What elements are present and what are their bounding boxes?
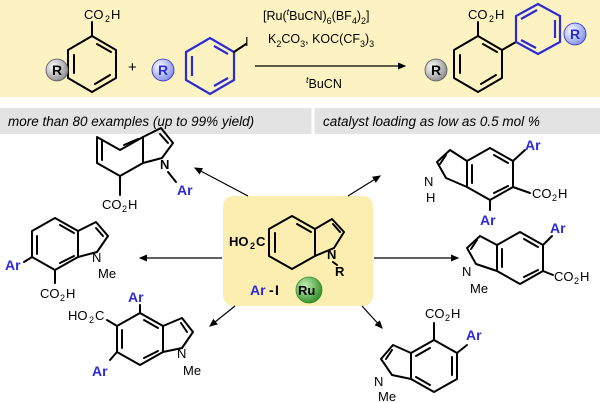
svg-text:N: N xyxy=(424,174,433,189)
benzoic-acid: CO 2 H R xyxy=(45,7,120,93)
stats-banner xyxy=(0,108,600,134)
svg-text:N: N xyxy=(462,264,471,279)
svg-text:Ar: Ar xyxy=(466,327,482,343)
arrow-to-c7 xyxy=(193,167,249,197)
solvent-text: tBuCN xyxy=(306,75,342,91)
svg-text:H: H xyxy=(66,286,75,301)
svg-text:CO: CO xyxy=(40,286,60,301)
svg-text:Me: Me xyxy=(183,363,201,378)
svg-text:Me: Me xyxy=(470,281,488,296)
svg-text:CO: CO xyxy=(468,7,488,22)
svg-text:-: - xyxy=(269,282,274,298)
catalyst-loading-text: catalyst loading as low as 0.5 mol % xyxy=(323,114,540,129)
arrow-to-c4c6 xyxy=(209,305,236,327)
acid-co: CO xyxy=(84,7,104,22)
r-group-ball-blue xyxy=(151,58,175,82)
svg-text:Me: Me xyxy=(98,266,116,281)
svg-text:Ar: Ar xyxy=(177,182,193,198)
svg-text:N: N xyxy=(160,157,169,172)
svg-text:2: 2 xyxy=(552,193,557,203)
svg-text:CO: CO xyxy=(425,306,445,321)
svg-text:Ar: Ar xyxy=(550,220,566,236)
base-text: K2CO3, KOC(CF3)3 xyxy=(268,32,374,49)
acid-sub: 2 xyxy=(105,14,110,24)
iodo-label: I xyxy=(245,34,249,49)
svg-text:2: 2 xyxy=(445,313,450,323)
substituent-ho: HO xyxy=(229,234,249,249)
indole-n: N xyxy=(327,247,336,262)
svg-text:2: 2 xyxy=(489,14,494,24)
ru-catalyst-ball xyxy=(295,276,323,304)
examples-text: more than 80 examples (up to 99% yield) xyxy=(8,114,254,129)
svg-text:Ar: Ar xyxy=(480,212,496,228)
svg-text:CO: CO xyxy=(554,269,574,284)
svg-text:C: C xyxy=(95,308,104,323)
product-4-6-diaryl: N Me Ar HO 2 C Ar xyxy=(68,289,201,379)
indole-r: R xyxy=(335,264,345,279)
svg-text:H: H xyxy=(426,190,435,205)
aryl-iodide: I R xyxy=(151,34,249,96)
product-4-acid-5-aryl: N Me CO 2 H Ar xyxy=(374,306,482,403)
svg-text:Ar: Ar xyxy=(5,257,21,273)
svg-text:H: H xyxy=(558,186,567,201)
svg-text:Me: Me xyxy=(378,389,396,403)
svg-text:H: H xyxy=(580,269,589,284)
svg-text:Ar: Ar xyxy=(92,363,108,379)
product-n-aryl-7-acid: N Ar CO 2 H xyxy=(96,127,193,214)
svg-text:H: H xyxy=(451,306,460,321)
product-5-aryl: N Me Ar CO 2 H xyxy=(462,220,589,296)
arrow-to-c4c5 xyxy=(361,305,383,329)
r-label-blue: R xyxy=(158,62,168,78)
svg-text:HO: HO xyxy=(68,308,88,323)
svg-text:2: 2 xyxy=(122,204,127,214)
svg-text:2: 2 xyxy=(574,276,579,286)
svg-text:2: 2 xyxy=(250,241,255,251)
product-5-7-diaryl: N H Ar CO 2 H Ar xyxy=(424,137,567,228)
svg-text:H: H xyxy=(128,197,137,212)
biaryl-product: CO 2 H R R xyxy=(424,2,587,93)
svg-text:H: H xyxy=(495,7,504,22)
svg-text:Ar: Ar xyxy=(128,289,144,305)
indole-substrate: HO 2 C N R xyxy=(229,215,345,279)
acid-h: H xyxy=(111,7,120,22)
svg-text:R: R xyxy=(570,26,580,42)
ru-label: Ru xyxy=(298,283,315,298)
aryl-iodide-ar: Ar xyxy=(250,282,266,298)
r-group-ball xyxy=(45,58,69,82)
r-label: R xyxy=(52,62,62,78)
svg-text:Ar: Ar xyxy=(525,137,541,153)
svg-text:2: 2 xyxy=(89,315,94,325)
svg-text:N: N xyxy=(92,250,101,265)
svg-text:R: R xyxy=(431,62,441,78)
plus-sign: + xyxy=(128,59,137,76)
arrow-to-c5c7 xyxy=(347,175,382,197)
aryl-iodide-i: I xyxy=(275,282,279,298)
svg-text:N: N xyxy=(177,346,186,361)
svg-text:N: N xyxy=(374,374,383,389)
svg-text:2: 2 xyxy=(60,293,65,303)
catalyst-text: [Ru(tBuCN)6(BF4)2] xyxy=(263,7,370,26)
product-6-aryl: N Me Ar CO 2 H xyxy=(5,217,116,303)
svg-text:C: C xyxy=(256,234,266,249)
svg-text:CO: CO xyxy=(532,186,552,201)
svg-text:CO: CO xyxy=(102,197,122,212)
